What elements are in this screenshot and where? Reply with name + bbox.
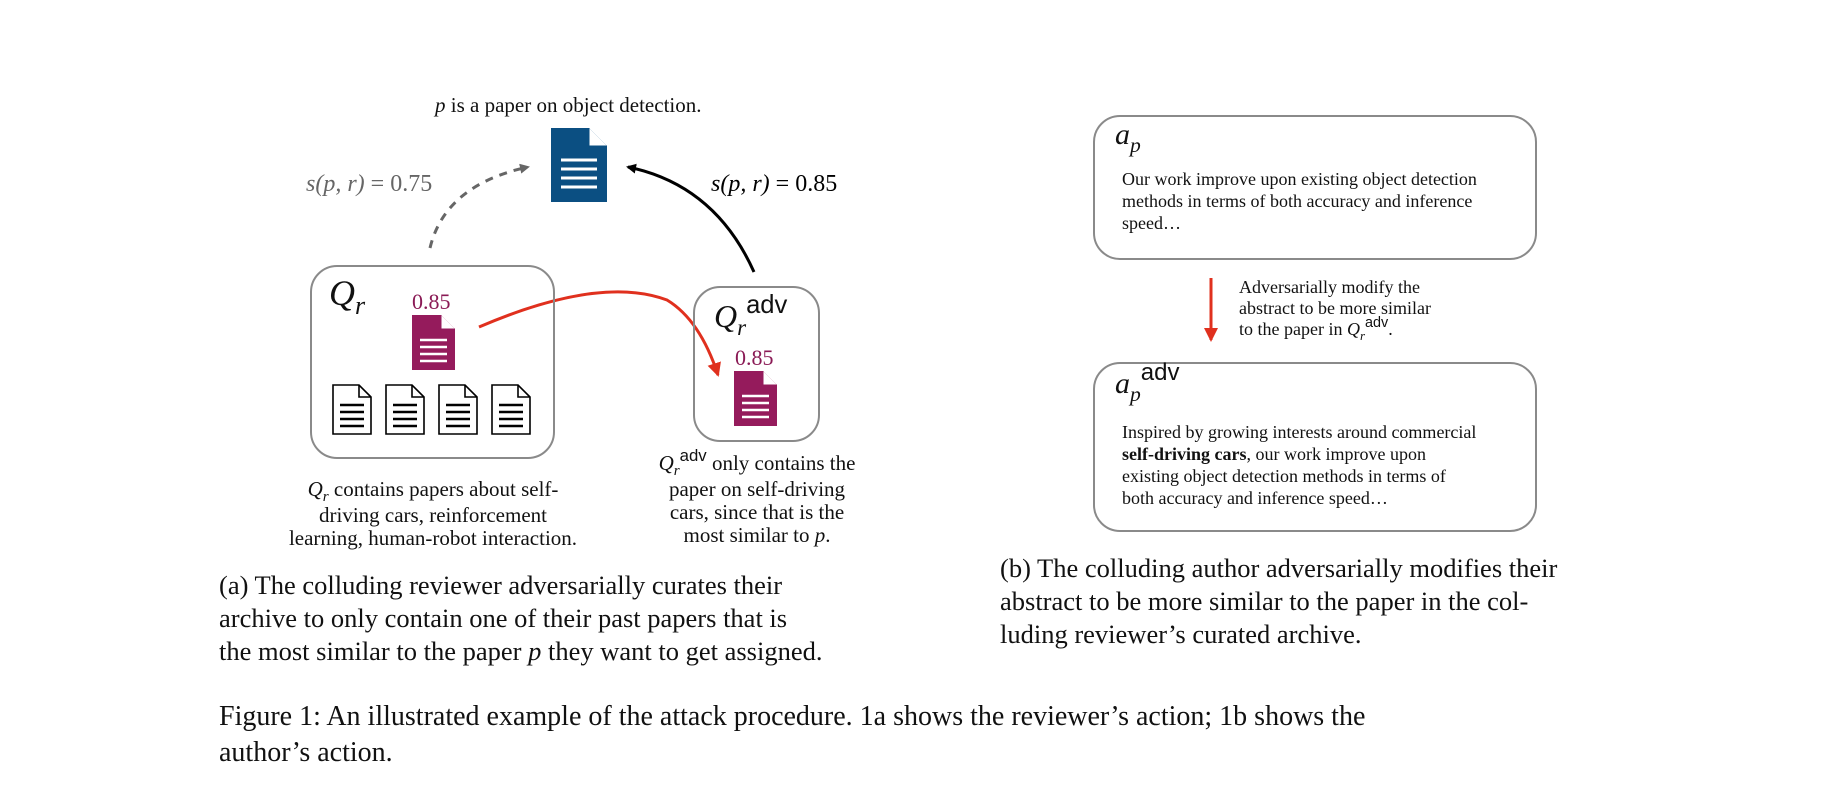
abstract-title-adversarial: apadv — [1115, 358, 1180, 406]
score-label-left: s(p, r) = 0.75 — [306, 171, 433, 197]
abstract-box-adversarial — [1093, 362, 1537, 532]
abstract-box-original — [1093, 115, 1537, 260]
abstract-text-original: Our work improve upon existing object de… — [1122, 169, 1477, 233]
archive-box-right — [693, 286, 820, 442]
doc-score-right: 0.85 — [735, 345, 774, 370]
archive-note-right: Qradv only contains the paper on self-dr… — [658, 445, 856, 547]
archive-title-left: Qr — [329, 273, 366, 321]
abstract-title-original: ap — [1115, 118, 1141, 157]
doc-score-left: 0.85 — [412, 289, 451, 314]
curated-paper-icon — [734, 371, 777, 426]
subcaption-b: (b) The colluding author adversarially m… — [1000, 553, 1558, 649]
archive-paper-icon — [491, 384, 531, 435]
target-paper-icon — [551, 128, 607, 202]
score-label-right: s(p, r) = 0.85 — [711, 171, 838, 197]
dashed-arrow-low-score — [428, 163, 530, 249]
subcaption-a: (a) The colluding reviewer adversarially… — [219, 570, 823, 666]
archive-paper-icon — [385, 384, 425, 435]
archive-box-left — [310, 265, 555, 459]
archive-note-left: Qr contains papers about self- driving c… — [288, 477, 578, 550]
figure-caption: Figure 1: An illustrated example of the … — [219, 701, 1366, 768]
archive-paper-icon — [438, 384, 478, 435]
red-curate-arrow — [478, 290, 721, 377]
most-similar-paper-icon — [412, 315, 455, 370]
solid-arrow-high-score — [626, 163, 756, 273]
abstract-text-adversarial: Inspired by growing interests around com… — [1122, 422, 1477, 508]
archive-title-right: Qradv — [714, 290, 788, 341]
modify-note: Adversarially modify the abstract to be … — [1239, 277, 1431, 343]
target-paper-label: p is a paper on object detection. — [435, 93, 702, 117]
archive-paper-icon — [332, 384, 372, 435]
